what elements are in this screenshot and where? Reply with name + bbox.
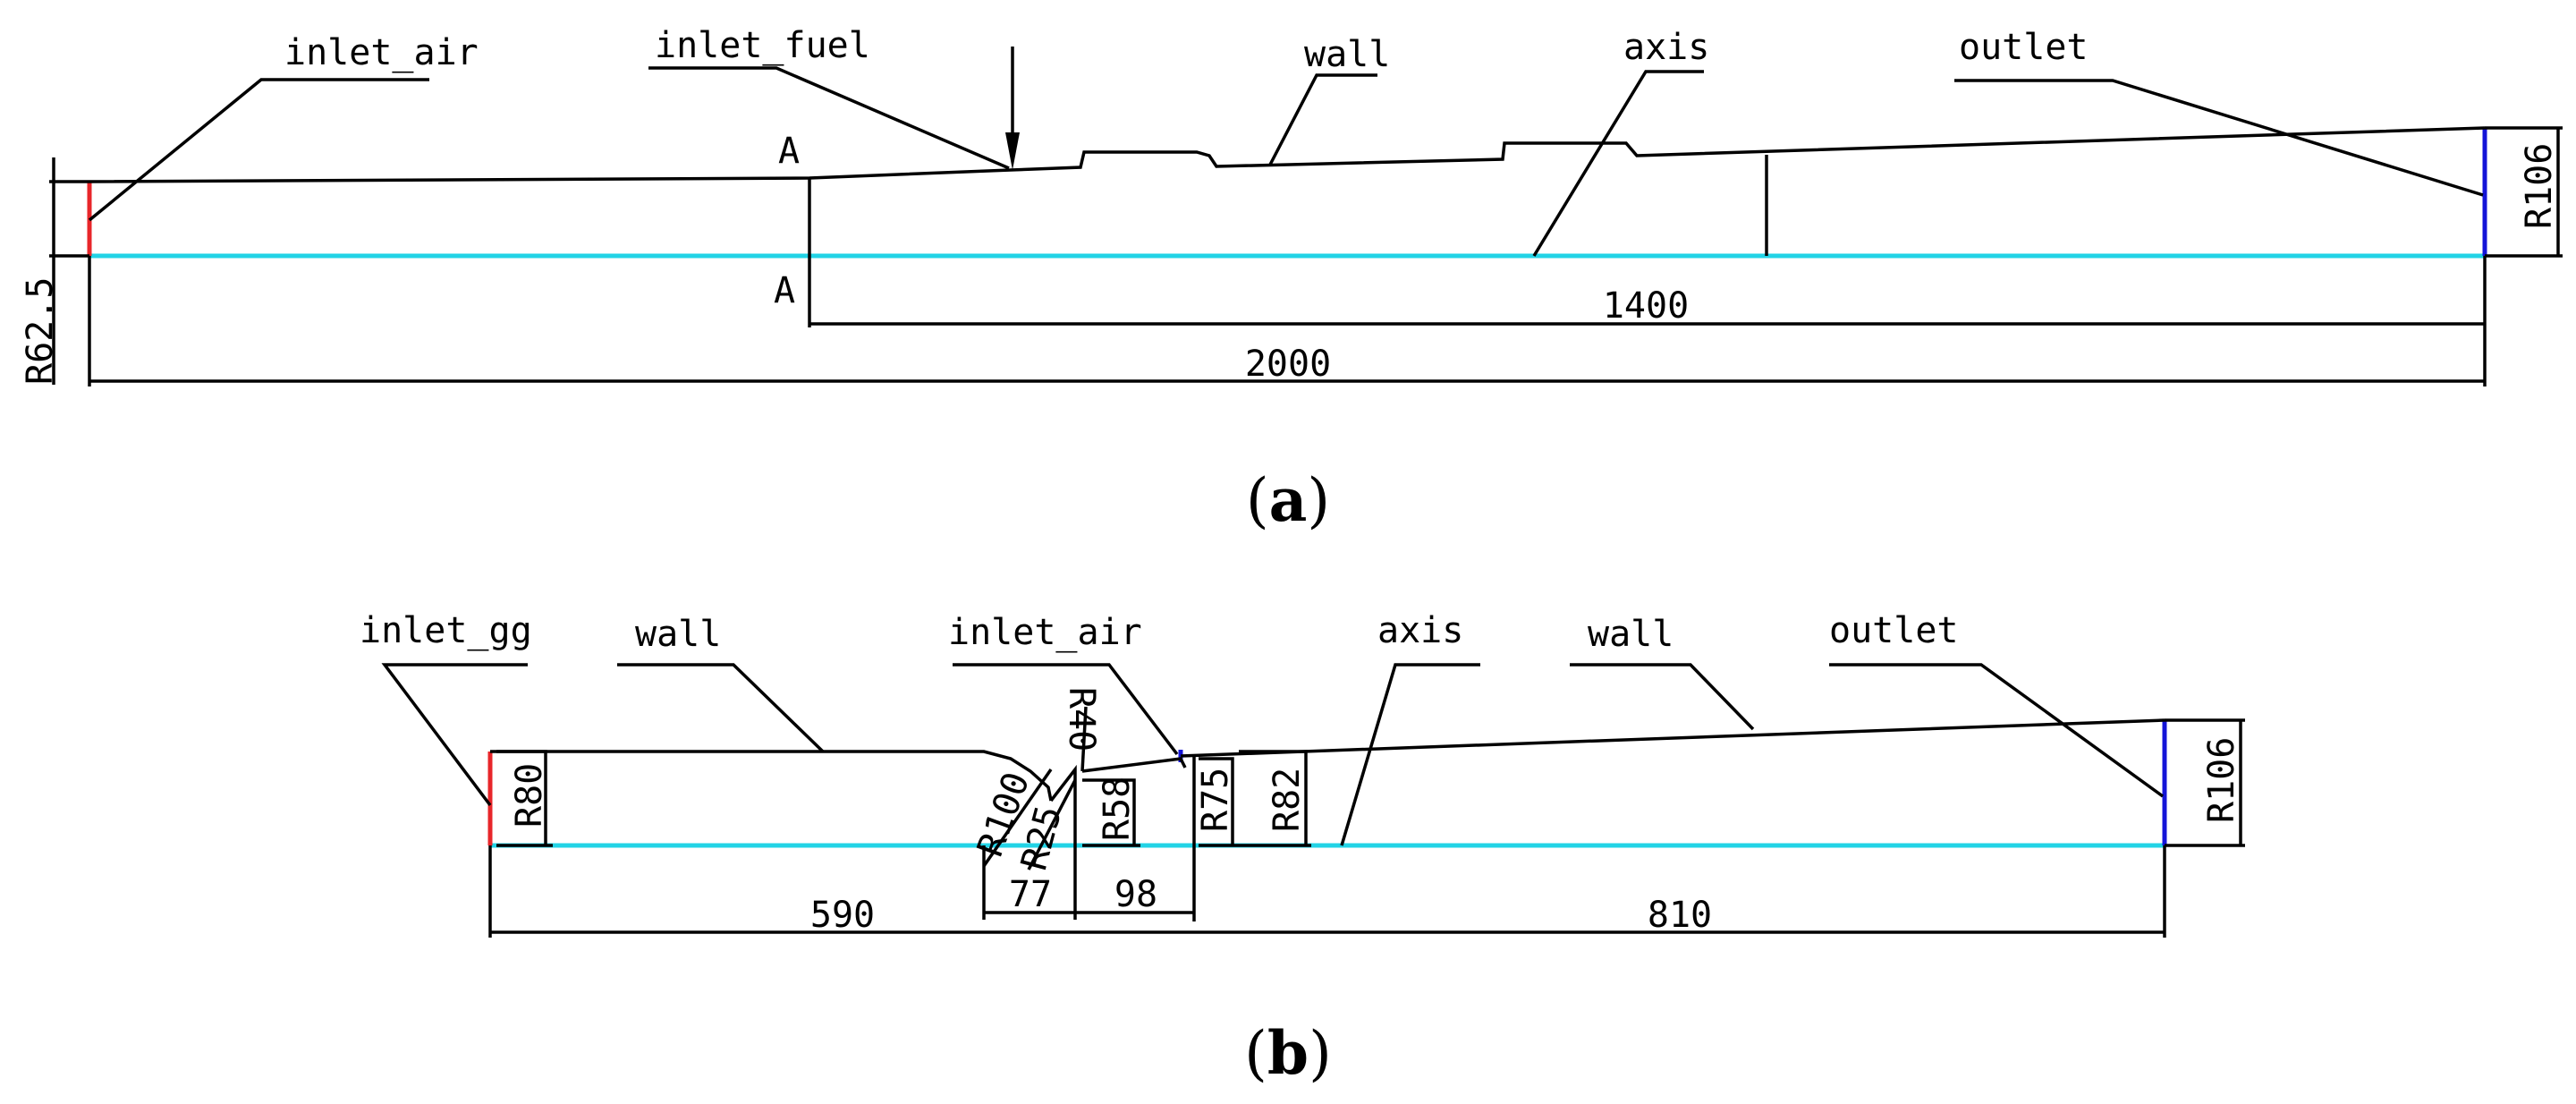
- throat-left-b: [1049, 764, 1077, 845]
- dim-1400-label-a: 1400: [1603, 285, 1689, 327]
- wall-left-leader-b: [617, 663, 825, 753]
- r40-label-b: R40: [1061, 687, 1102, 752]
- inlet-fuel-label-a: inlet_fuel: [655, 25, 870, 66]
- r40-leader-b: [1080, 706, 1088, 772]
- dim-2000-label-a: 2000: [1245, 344, 1331, 385]
- inlet-gg-leader-b: [381, 663, 528, 807]
- wall-right-leader-b: [1570, 663, 1755, 731]
- caption-a: (a): [1246, 465, 1330, 535]
- inlet-radius-label-a: R62.5: [20, 277, 61, 385]
- inlet-air-label-b: inlet_air: [948, 612, 1142, 653]
- outlet-radius-label-a: R106: [2519, 143, 2560, 229]
- r58-dim-b: [1082, 778, 1136, 845]
- axis-leader-a: [1532, 70, 1704, 257]
- dim-98-label-b: 98: [1114, 874, 1157, 915]
- panel-b: R80 R100 R25 R40 R58 R75 R82 R106 590 77…: [360, 610, 2245, 1088]
- outer-wall-b: [490, 750, 1053, 802]
- r75-dim-b: [1199, 757, 1234, 845]
- panel-a: R62.5 R106 1400 2000 A A inlet_air inlet…: [20, 25, 2563, 535]
- outlet-label-a: outlet: [1959, 27, 2089, 68]
- r58-label-b: R58: [1097, 777, 1138, 841]
- wall-label-a: wall: [1304, 34, 1390, 75]
- outer-wall-right-b: [1180, 718, 2165, 758]
- r80-label-b: R80: [509, 763, 550, 828]
- r25-leader-b: [1027, 779, 1077, 870]
- caption-letter-b: b: [1267, 1018, 1309, 1088]
- outlet-leader-b: [1829, 663, 2165, 798]
- inlet-air-label-a: inlet_air: [284, 32, 479, 73]
- wall-right-label-b: wall: [1588, 614, 1674, 655]
- fuel-arrow-head-icon: [1005, 132, 1020, 170]
- wall-profile-a: [89, 126, 2486, 183]
- wall-left-label-b: wall: [635, 614, 721, 655]
- inlet-air-leader-a: [88, 78, 429, 222]
- r106-label-b: R106: [2201, 737, 2242, 823]
- inlet-gg-label-b: inlet_gg: [360, 610, 532, 651]
- dim-77-label-b: 77: [1009, 874, 1052, 915]
- wall-leader-a: [1268, 73, 1377, 166]
- inlet-fuel-leader-a: [648, 66, 1010, 170]
- r82-label-b: R82: [1267, 768, 1308, 832]
- r100-leader-b: [982, 769, 1053, 867]
- axis-leader-b: [1340, 663, 1480, 846]
- section-mark-bottom-a: A: [774, 270, 795, 311]
- dim-810-label-b: 810: [1648, 895, 1712, 936]
- outlet-label-b: outlet: [1829, 610, 1959, 651]
- axis-label-b: axis: [1377, 610, 1463, 651]
- inlet-air-leader-b: [953, 663, 1179, 756]
- axis-label-a: axis: [1623, 27, 1709, 68]
- section-mark-top-a: A: [778, 131, 800, 172]
- throat-slope-b: [1081, 757, 1187, 773]
- r75-label-b: R75: [1195, 768, 1236, 832]
- outlet-leader-a: [1954, 79, 2484, 197]
- caption-letter-a: a: [1269, 465, 1308, 535]
- r80-dim-b: [496, 750, 547, 845]
- dim-590-label-b: 590: [810, 895, 875, 936]
- r82-dim-b: [1239, 750, 1308, 845]
- caption-b: (b): [1244, 1018, 1332, 1088]
